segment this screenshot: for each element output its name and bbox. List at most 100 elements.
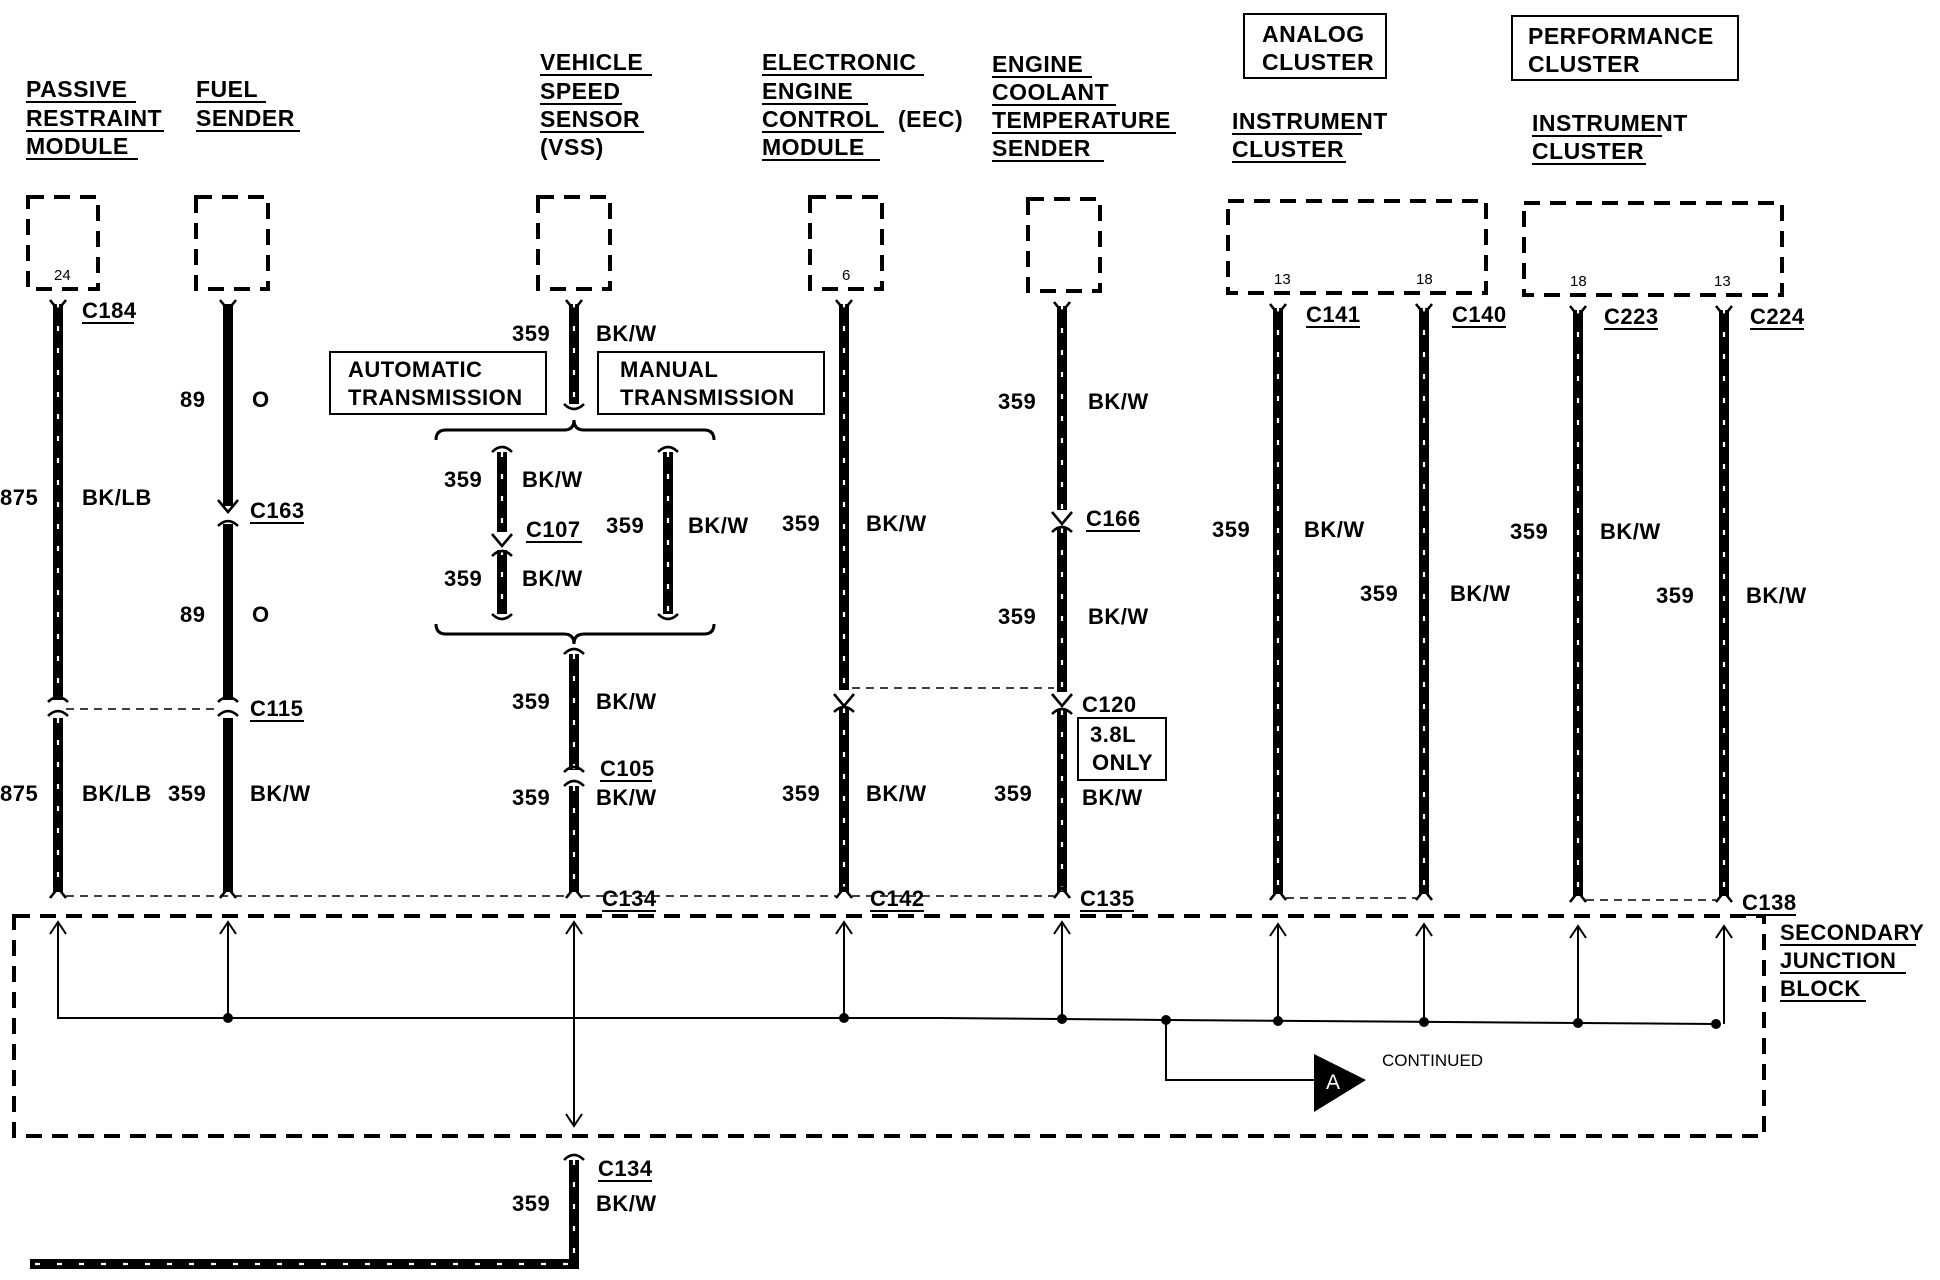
- svg-text:BK/W: BK/W: [1088, 389, 1149, 414]
- svg-text:BK/W: BK/W: [688, 513, 749, 538]
- pin-analog-b: 18: [1416, 271, 1433, 288]
- transmission-options: AUTOMATIC TRANSMISSION MANUAL TRANSMISSI…: [329, 351, 825, 645]
- circuit-labels: 875 BK/LB 875 BK/LB 89 O 89 O 359 BK/W 3…: [0, 321, 1807, 1216]
- connector-c115: C115: [250, 696, 303, 721]
- svg-text:O: O: [252, 602, 270, 627]
- pin-perf-a: 18: [1570, 273, 1587, 290]
- analog-cluster-box: [1226, 199, 1488, 295]
- svg-text:(EEC): (EEC): [898, 106, 963, 132]
- connector-c224: C224: [1750, 304, 1805, 329]
- connector-c134-bottom: C134: [598, 1156, 653, 1181]
- svg-text:359: 359: [782, 511, 820, 536]
- svg-text:MANUAL: MANUAL: [620, 357, 718, 382]
- svg-text:BK/W: BK/W: [250, 781, 311, 806]
- svg-text:BK/LB: BK/LB: [82, 781, 152, 806]
- svg-text:359: 359: [1360, 581, 1398, 606]
- connector-c107: C107: [526, 517, 581, 542]
- connector-c141: C141: [1306, 302, 1361, 327]
- svg-text:CLUSTER: CLUSTER: [1262, 49, 1374, 75]
- svg-text:BK/W: BK/W: [866, 781, 927, 806]
- eec-module-box: [808, 195, 884, 291]
- svg-text:CLUSTER: CLUSTER: [1532, 138, 1644, 164]
- coolant-temperature-sender-heading: ENGINE COOLANT TEMPERATURE SENDER: [992, 51, 1176, 162]
- pin-eec: 6: [842, 267, 850, 284]
- passive-restraint-module-heading: PASSIVE RESTRAINT MODULE: [26, 76, 164, 160]
- svg-text:359: 359: [998, 604, 1036, 629]
- continued-reference: A CONTINUED: [1314, 1051, 1483, 1112]
- svg-text:BK/W: BK/W: [522, 566, 583, 591]
- svg-text:ONLY: ONLY: [1092, 750, 1153, 775]
- svg-text:BK/W: BK/W: [596, 689, 657, 714]
- connector-c140: C140: [1452, 302, 1507, 327]
- svg-text:89: 89: [180, 602, 205, 627]
- svg-text:TRANSMISSION: TRANSMISSION: [348, 385, 523, 410]
- svg-text:FUEL: FUEL: [196, 76, 258, 102]
- connector-c142: C142: [870, 886, 925, 911]
- svg-text:359: 359: [1212, 517, 1250, 542]
- svg-text:875: 875: [0, 485, 38, 510]
- splice-links: [66, 687, 1716, 901]
- svg-text:BK/W: BK/W: [596, 321, 657, 346]
- vehicle-speed-sensor-heading: VEHICLE SPEED SENSOR (VSS): [540, 49, 652, 160]
- performance-cluster-heading: PERFORMANCE CLUSTER INSTRUMENT CLUSTER: [1511, 15, 1739, 165]
- svg-text:359: 359: [512, 321, 550, 346]
- svg-text:PASSIVE: PASSIVE: [26, 76, 128, 102]
- connector-c105: C105: [600, 756, 655, 781]
- fuel-sender-box: [194, 195, 270, 291]
- svg-text:359: 359: [606, 513, 644, 538]
- svg-text:359: 359: [1656, 583, 1694, 608]
- svg-text:SENDER: SENDER: [992, 135, 1091, 161]
- svg-text:BK/W: BK/W: [1088, 604, 1149, 629]
- connector-c166: C166: [1086, 506, 1141, 531]
- svg-text:(VSS): (VSS): [540, 134, 604, 160]
- svg-text:SENSOR: SENSOR: [540, 106, 640, 132]
- svg-text:CLUSTER: CLUSTER: [1232, 136, 1344, 162]
- svg-text:359: 359: [1510, 519, 1548, 544]
- connector-c134-top: C134: [602, 886, 657, 911]
- pin-numbers: 24 6 13 18 18 13: [54, 267, 1731, 290]
- svg-text:SECONDARY: SECONDARY: [1780, 920, 1924, 945]
- svg-text:AUTOMATIC: AUTOMATIC: [348, 357, 482, 382]
- vehicle-speed-sensor-box: [536, 195, 612, 291]
- svg-text:ENGINE: ENGINE: [992, 51, 1083, 77]
- svg-text:BK/W: BK/W: [1746, 583, 1807, 608]
- coolant-temperature-sender-box: [1026, 197, 1102, 293]
- svg-text:359: 359: [512, 1191, 550, 1216]
- svg-text:359: 359: [512, 785, 550, 810]
- svg-text:RESTRAINT: RESTRAINT: [26, 105, 162, 131]
- svg-text:BK/W: BK/W: [866, 511, 927, 536]
- pin-prm: 24: [54, 267, 71, 284]
- svg-text:BK/W: BK/W: [522, 467, 583, 492]
- eec-module-heading: ELECTRONIC ENGINE CONTROL (EEC) MODULE: [762, 49, 963, 161]
- connector-c120: C120: [1082, 692, 1137, 717]
- svg-text:ANALOG: ANALOG: [1262, 21, 1365, 47]
- svg-text:VEHICLE: VEHICLE: [540, 49, 643, 75]
- svg-text:MODULE: MODULE: [26, 133, 129, 159]
- svg-text:CONTROL: CONTROL: [762, 106, 879, 132]
- passive-restraint-module-box: [26, 195, 100, 291]
- svg-text:SPEED: SPEED: [540, 78, 620, 104]
- fuel-sender-heading: FUEL SENDER: [196, 76, 300, 132]
- svg-text:TRANSMISSION: TRANSMISSION: [620, 385, 795, 410]
- engine-3-8l-note: 3.8L ONLY: [1077, 717, 1167, 781]
- svg-text:BK/W: BK/W: [1600, 519, 1661, 544]
- svg-text:ENGINE: ENGINE: [762, 78, 853, 104]
- analog-cluster-heading: ANALOG CLUSTER INSTRUMENT CLUSTER: [1232, 13, 1387, 163]
- svg-text:3.8L: 3.8L: [1090, 722, 1136, 747]
- svg-text:COOLANT: COOLANT: [992, 79, 1109, 105]
- svg-text:INSTRUMENT: INSTRUMENT: [1532, 110, 1688, 136]
- svg-text:359: 359: [512, 689, 550, 714]
- connector-c163: C163: [250, 498, 305, 523]
- svg-text:BK/W: BK/W: [1450, 581, 1511, 606]
- secondary-junction-block: SECONDARY JUNCTION BLOCK: [12, 914, 1924, 1138]
- svg-text:359: 359: [444, 467, 482, 492]
- wire-segments: [30, 304, 1729, 1269]
- connector-labels: C184 C163 C115 C107 C105 C134 C134 C142 …: [82, 298, 1805, 1182]
- connector-c135: C135: [1080, 886, 1135, 911]
- svg-text:359: 359: [782, 781, 820, 806]
- svg-text:BK/W: BK/W: [596, 785, 657, 810]
- svg-text:BK/LB: BK/LB: [82, 485, 152, 510]
- connector-symbols: [47, 299, 1734, 1161]
- svg-text:BK/W: BK/W: [596, 1191, 657, 1216]
